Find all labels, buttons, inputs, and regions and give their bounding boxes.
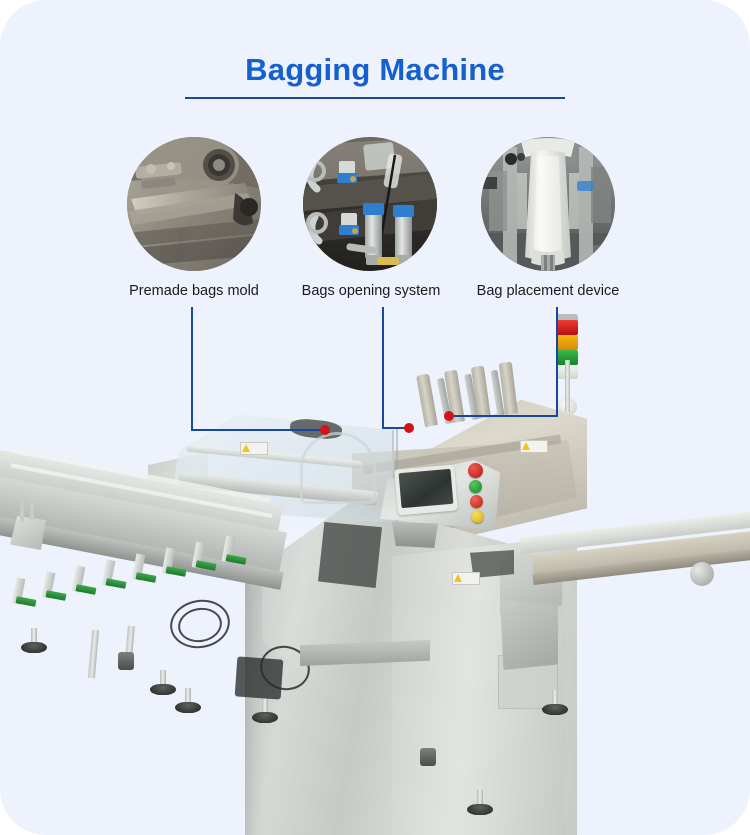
callout-thumbnail-bags-opening-system [303, 137, 437, 271]
reset-button[interactable] [471, 510, 484, 523]
belt-segment [135, 572, 157, 583]
infeed-head-unit [10, 516, 46, 550]
infeed-post [20, 500, 24, 522]
machine-photograph [0, 300, 750, 835]
warning-label [240, 442, 268, 455]
callout-marker-1 [320, 425, 330, 435]
outfeed-support [500, 600, 558, 670]
signal-light-amber [556, 335, 578, 350]
leveling-foot-stem [262, 698, 268, 714]
belt-segment [15, 596, 37, 607]
infeed-post [30, 498, 34, 520]
bag-placement-device-photo [481, 137, 615, 271]
callout-marker-2 [404, 423, 414, 433]
callout-caption-bag-placement-device: Bag placement device [476, 283, 620, 299]
leveling-foot [21, 642, 47, 653]
belt-segment [105, 578, 127, 589]
leveling-foot-stem [477, 790, 483, 806]
caster [420, 748, 436, 766]
stop-button[interactable] [470, 495, 483, 508]
rotary-guard-dome [300, 432, 376, 504]
title-underline [185, 97, 565, 99]
conveyor-leg [87, 629, 100, 679]
signal-tower-cap [556, 314, 578, 322]
callout-connector-line-2-horizontal [382, 427, 410, 429]
leveling-foot [252, 712, 278, 723]
callout-marker-3 [444, 411, 454, 421]
caster [118, 652, 134, 670]
callout-connector-line-3-horizontal [448, 415, 558, 417]
magazine-finger [416, 373, 438, 428]
callout-caption-bags-opening-system: Bags opening system [301, 283, 441, 299]
leveling-foot [175, 702, 201, 713]
callout-connector-line-3 [556, 307, 558, 417]
leveling-foot-stem [552, 690, 558, 706]
emergency-stop-button[interactable] [468, 463, 483, 478]
callout-connector-line-2 [382, 307, 384, 429]
start-button[interactable] [469, 480, 482, 493]
warning-label [452, 572, 480, 585]
leveling-foot [542, 704, 568, 715]
warning-label [520, 440, 548, 453]
outfeed-roller [688, 560, 716, 588]
premade-bags-mold-photo [127, 137, 261, 271]
callout-thumbnail-bag-placement-device [481, 137, 615, 271]
callout-thumbnail-premade-bags-mold [127, 137, 261, 271]
signal-light-red [556, 320, 578, 335]
control-panel-stem [392, 522, 438, 548]
callout-caption-premade-bags-mold: Premade bags mold [129, 283, 259, 299]
machine-interior-shadow [318, 522, 382, 588]
callout-connector-line-1-horizontal [191, 429, 327, 431]
hmi-touchscreen[interactable] [398, 468, 454, 509]
page-title: Bagging Machine [245, 52, 505, 87]
leveling-foot [467, 804, 493, 815]
leveling-foot-stem [31, 628, 37, 644]
belt-segment [45, 590, 67, 601]
leveling-foot [150, 684, 176, 695]
signal-tower-pole [565, 360, 570, 412]
signal-light-green [556, 350, 578, 365]
leveling-foot-stem [160, 670, 166, 686]
callout-connector-line-1 [191, 307, 193, 431]
bags-opening-system-photo [303, 137, 437, 271]
leveling-foot-stem [185, 688, 191, 704]
belt-segment [75, 584, 97, 595]
